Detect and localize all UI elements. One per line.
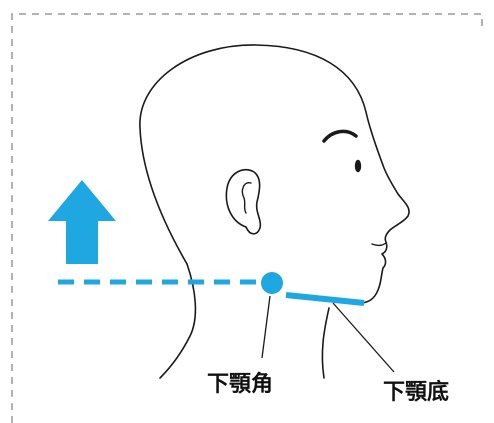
jaw-angle-label: 下顎角 xyxy=(207,371,273,397)
jaw-base-label: 下顎底 xyxy=(383,379,449,405)
jaw-angle-leader xyxy=(261,295,271,359)
eyebrow xyxy=(322,129,358,143)
dashed-frame xyxy=(11,13,483,423)
mouth-line xyxy=(371,242,387,247)
head-outline xyxy=(139,44,410,304)
arrow-up-icon xyxy=(48,180,116,264)
jaw-angle-dot xyxy=(261,272,283,294)
neck-front-line xyxy=(321,307,330,379)
ear-outer xyxy=(225,168,262,235)
neck-back-line xyxy=(159,263,197,379)
jaw-base-line xyxy=(285,292,365,306)
jaw-base-leader xyxy=(332,302,395,373)
eye xyxy=(354,159,362,173)
ear-inner xyxy=(241,182,252,214)
